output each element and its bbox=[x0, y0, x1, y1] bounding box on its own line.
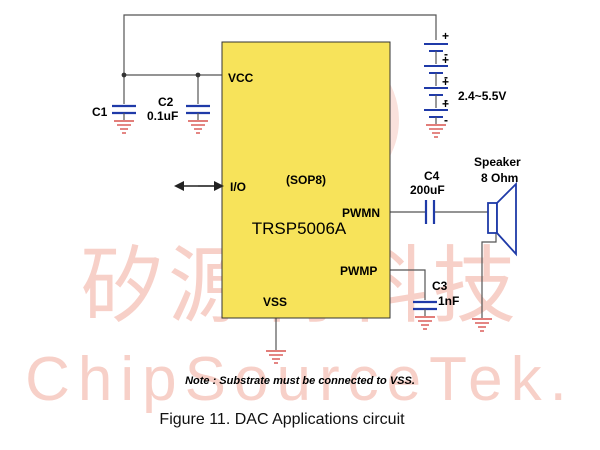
substrate-note: Note : Substrate must be connected to VS… bbox=[185, 375, 415, 387]
ground-icon bbox=[472, 318, 492, 332]
battery-minus-2: - bbox=[444, 70, 448, 84]
battery-voltage-range: 2.4~5.5V bbox=[458, 89, 506, 103]
battery: + - + - + - + - 2.4~5.5V bbox=[424, 29, 506, 138]
capacitor-c3: C3 1nF bbox=[413, 279, 459, 330]
watermark-english: ChipSourceTek. bbox=[25, 345, 575, 414]
battery-plus-1: + bbox=[442, 29, 449, 43]
capacitor-c2: C2 0.1uF bbox=[147, 95, 210, 134]
battery-minus-4: - bbox=[444, 113, 448, 127]
ground-icon bbox=[114, 120, 134, 134]
battery-plus-4: + bbox=[442, 97, 449, 111]
battery-plus-2: + bbox=[442, 53, 449, 67]
ground-icon bbox=[266, 350, 286, 364]
pin-pwmp-label: PWMP bbox=[340, 264, 377, 278]
chip-part-label: TRSP5006A bbox=[252, 219, 347, 238]
chip: (SOP8) TRSP5006A VCC I/O PWMN PWMP VSS bbox=[221, 41, 391, 319]
speaker-value: 8 Ohm bbox=[481, 171, 518, 185]
ground-icon bbox=[415, 316, 435, 330]
chip-package-label: (SOP8) bbox=[286, 173, 326, 187]
battery-plus-3: + bbox=[442, 75, 449, 89]
capacitor-c1: C1 bbox=[92, 104, 136, 134]
speaker-icon: Speaker 8 Ohm bbox=[474, 155, 521, 257]
c3-name: C3 bbox=[432, 279, 448, 293]
c3-value: 1nF bbox=[438, 294, 459, 308]
ground-icon bbox=[426, 124, 446, 138]
capacitor-c4: C4 200uF bbox=[410, 169, 445, 224]
c1-name: C1 bbox=[92, 105, 108, 119]
battery-minus-3: - bbox=[444, 93, 448, 107]
io-arrow-icon bbox=[174, 181, 224, 191]
c2-name: C2 bbox=[158, 95, 174, 109]
chip-body bbox=[221, 41, 391, 319]
c4-value: 200uF bbox=[410, 183, 445, 197]
wires bbox=[121, 14, 497, 350]
c2-value: 0.1uF bbox=[147, 109, 178, 123]
c4-name: C4 bbox=[424, 169, 440, 183]
speaker-name: Speaker bbox=[474, 155, 521, 169]
pin-io-label: I/O bbox=[230, 180, 246, 194]
ground-icon bbox=[188, 120, 208, 134]
battery-minus-1: - bbox=[444, 47, 448, 61]
pin-vss-label: VSS bbox=[263, 295, 287, 309]
pin-vcc-label: VCC bbox=[228, 71, 254, 85]
pin-pwmn-label: PWMN bbox=[342, 206, 380, 220]
figure-caption: Figure 11. DAC Applications circuit bbox=[159, 411, 405, 428]
